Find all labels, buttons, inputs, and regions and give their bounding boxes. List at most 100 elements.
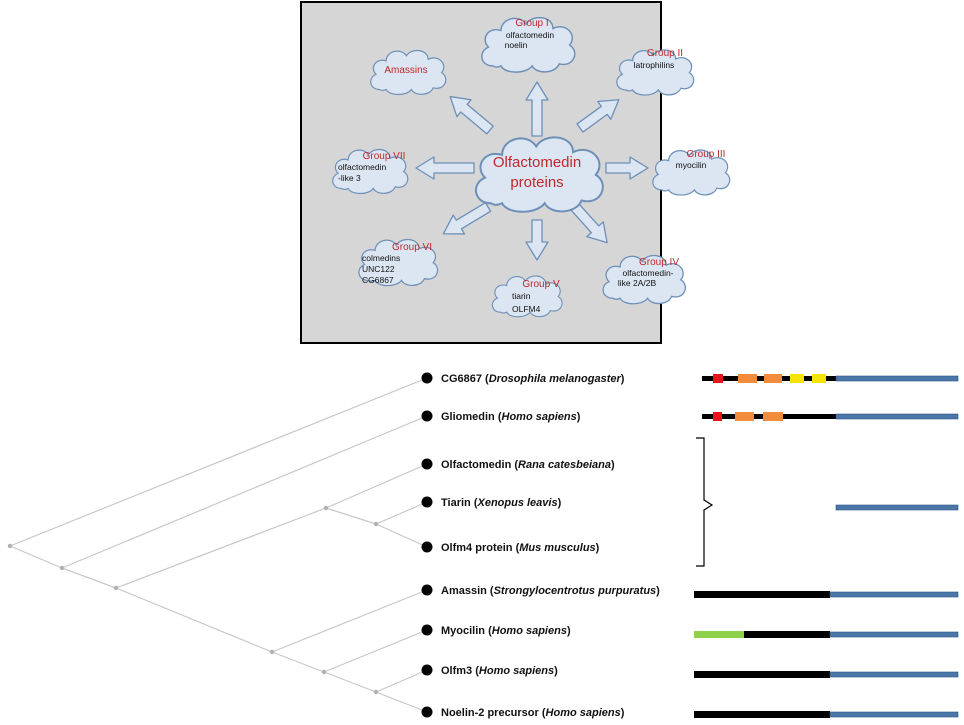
internal-node [373,689,379,695]
domain-bar-myocilin [694,631,959,638]
internal-nodes [7,505,379,695]
taxon-label-olfactomedin: Olfactomedin (Rana catesbeiana) [441,459,615,471]
branch [61,567,117,589]
domain-bar-gliomedin [702,412,959,421]
leaf-node [421,541,433,553]
branch [375,669,428,693]
domain-architectures [694,374,959,718]
olfactomedin-domain [829,711,959,718]
branch [323,671,377,693]
branch [271,589,428,653]
group-vi-line2: UNC122 [362,264,395,274]
backbone-segment [694,711,830,718]
arrow-to-group-ii [576,99,620,133]
arrow-to-group-vii [415,156,475,180]
center-title-line2: proteins [510,174,563,191]
domain-bar-cg6867 [702,374,959,383]
branch [9,545,63,569]
branch [323,629,428,673]
taxon-labels: CG6867 (Drosophila melanogaster) Gliomed… [441,373,660,719]
phylogenetic-tree: CG6867 (Drosophila melanogaster) Gliomed… [7,372,959,719]
arrows [415,81,649,261]
leaf-node [421,410,433,422]
leaf-node [421,664,433,676]
domain-bar-olfm3 [694,671,959,678]
coiled-coil-motif [764,374,782,383]
grouping-bracket [696,437,714,567]
group-vi-title: Group VI [392,242,432,253]
coiled-coil-motif [735,412,754,421]
arrow-to-group-vi [442,202,492,235]
leaf-node [421,706,433,718]
domain-bar-noelin-2 [694,711,959,718]
leaf-node [421,496,433,508]
domain-bar-tiarin [835,504,959,511]
arrow-to-group-iv [570,203,608,244]
internal-node [59,565,65,571]
leaf-nodes [421,372,433,718]
leaf-node [421,458,433,470]
taxon-label-cg6867: CG6867 (Drosophila melanogaster) [441,373,625,385]
olfactomedin-domain [835,375,959,382]
group-v-line1: tiarin [512,291,531,301]
group-iv-line2: like 2A/2B [618,278,657,288]
branch [325,463,428,509]
center-title-line1: Olfactomedin [493,154,581,171]
internal-node [321,669,327,675]
backbone-segment [744,631,830,638]
arrow-to-group-iii [605,156,649,180]
group-v-line2: OLFM4 [512,304,541,314]
olfactomedin-domain [829,591,959,598]
branch [115,587,273,653]
branch [325,507,377,525]
group-v-title: Group V [522,279,560,290]
network-panel: Olfactomedin proteins Group I olfactomed… [300,1,731,344]
internal-node [7,543,13,549]
green-motif [694,631,744,638]
group-vii-line2: -like 3 [338,173,361,183]
branch [115,507,327,589]
yellow-motif [790,374,804,383]
branch [375,523,428,548]
backbone-segment [694,671,830,678]
group-ii-line1: latrophilins [634,60,675,70]
taxon-label-gliomedin: Gliomedin (Homo sapiens) [441,411,581,423]
group-iv-line1: olfactomedin- [622,268,673,278]
leaf-node [421,372,433,384]
branch [375,691,428,713]
internal-node [269,649,275,655]
domain-bar-amassin [694,591,959,598]
group-i-line2: noelin [505,40,528,50]
branch [375,501,428,525]
coiled-coil-motif [738,374,757,383]
internal-node [323,505,329,511]
taxon-label-amassin: Amassin (Strongylocentrotus purpuratus) [441,585,660,597]
group-i-title: Group I [515,18,548,29]
branch [9,377,428,547]
arrow-to-group-v [525,219,549,261]
group-ii-title: Group II [647,48,683,59]
coiled-coil-motif [763,412,783,421]
signal-motif [713,374,723,383]
group-vi-line3: CG6867 [362,275,394,285]
internal-node [373,521,379,527]
olfactomedin-domain [829,631,959,638]
group-iii-title: Group III [687,149,726,160]
taxon-label-noelin-2: Noelin-2 precursor (Homo sapiens) [441,707,625,719]
group-iii-line1: myocilin [676,160,707,170]
group-vii-line1: olfactomedin [338,162,386,172]
taxon-label-olfm3: Olfm3 (Homo sapiens) [441,665,558,677]
olfactomedin-domain [835,504,959,511]
branch [61,415,428,569]
leaf-node [421,624,433,636]
internal-node [113,585,119,591]
leaf-node [421,584,433,596]
group-vi-line1: colmedins [362,253,400,263]
arrow-to-group-i [525,81,549,137]
group-iv-title: Group IV [639,257,679,268]
yellow-motif [812,374,826,383]
amassins-title: Amassins [384,65,427,76]
taxon-label-myocilin: Myocilin (Homo sapiens) [441,625,571,637]
